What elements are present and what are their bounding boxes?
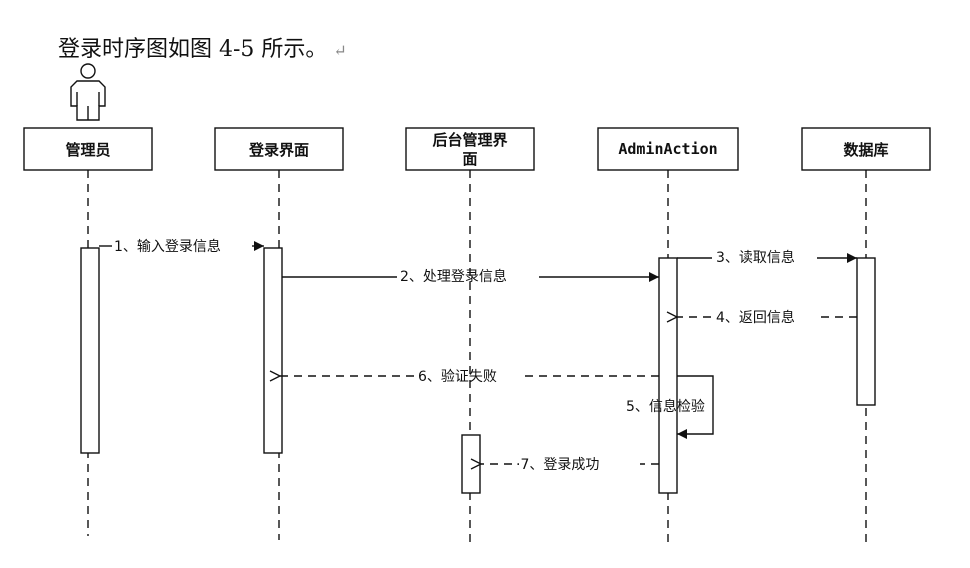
participant-admin-label: 管理员 bbox=[65, 141, 110, 159]
message-1: 1、输入登录信息 bbox=[99, 238, 264, 255]
message-4: 4、返回信息 bbox=[677, 309, 857, 326]
participant-backend-ui-label-line2: 面 bbox=[462, 150, 477, 168]
message-3: 3、读取信息 bbox=[677, 249, 857, 266]
message-7: ·7、登录成功 bbox=[481, 457, 659, 473]
activation-login-ui bbox=[263, 247, 283, 454]
message-5-label: 5、信息检验 bbox=[626, 398, 705, 415]
message-4-label: 4、返回信息 bbox=[716, 309, 795, 326]
participant-admin-action: AdminAction bbox=[597, 127, 739, 171]
participant-admin: 管理员 bbox=[23, 127, 153, 171]
message-6: 6、验证失败 bbox=[280, 369, 659, 385]
activation-database bbox=[856, 257, 876, 406]
participant-login-ui-label: 登录界面 bbox=[248, 141, 309, 159]
actor-icon bbox=[70, 63, 106, 121]
participant-database: 数据库 bbox=[801, 127, 931, 171]
participant-backend-ui-label-line1: 后台管理界 bbox=[432, 131, 507, 149]
message-2-label: 2、处理登录信息 bbox=[400, 268, 507, 285]
message-3-label: 3、读取信息 bbox=[716, 249, 795, 266]
participant-login-ui: 登录界面 bbox=[214, 127, 344, 171]
participant-admin-action-label: AdminAction bbox=[618, 140, 717, 158]
activation-admin-action bbox=[658, 257, 678, 494]
participant-database-label: 数据库 bbox=[843, 141, 888, 159]
activation-backend-ui bbox=[461, 434, 481, 494]
paragraph-mark-icon: ↵ bbox=[333, 41, 347, 60]
message-7-label: ·7、登录成功 bbox=[516, 457, 599, 473]
participant-backend-ui: 后台管理界 面 bbox=[405, 127, 535, 171]
message-2: 2、处理登录信息 bbox=[282, 268, 659, 285]
caption: 登录时序图如图 4-5 所示。 ↵ bbox=[58, 31, 347, 63]
message-1-label: 1、输入登录信息 bbox=[114, 238, 221, 255]
message-5: 5、信息检验 bbox=[626, 375, 714, 439]
activation-admin bbox=[80, 247, 100, 454]
caption-text: 登录时序图如图 4-5 所示。 bbox=[58, 37, 328, 62]
message-6-label: 6、验证失败 bbox=[418, 369, 497, 385]
